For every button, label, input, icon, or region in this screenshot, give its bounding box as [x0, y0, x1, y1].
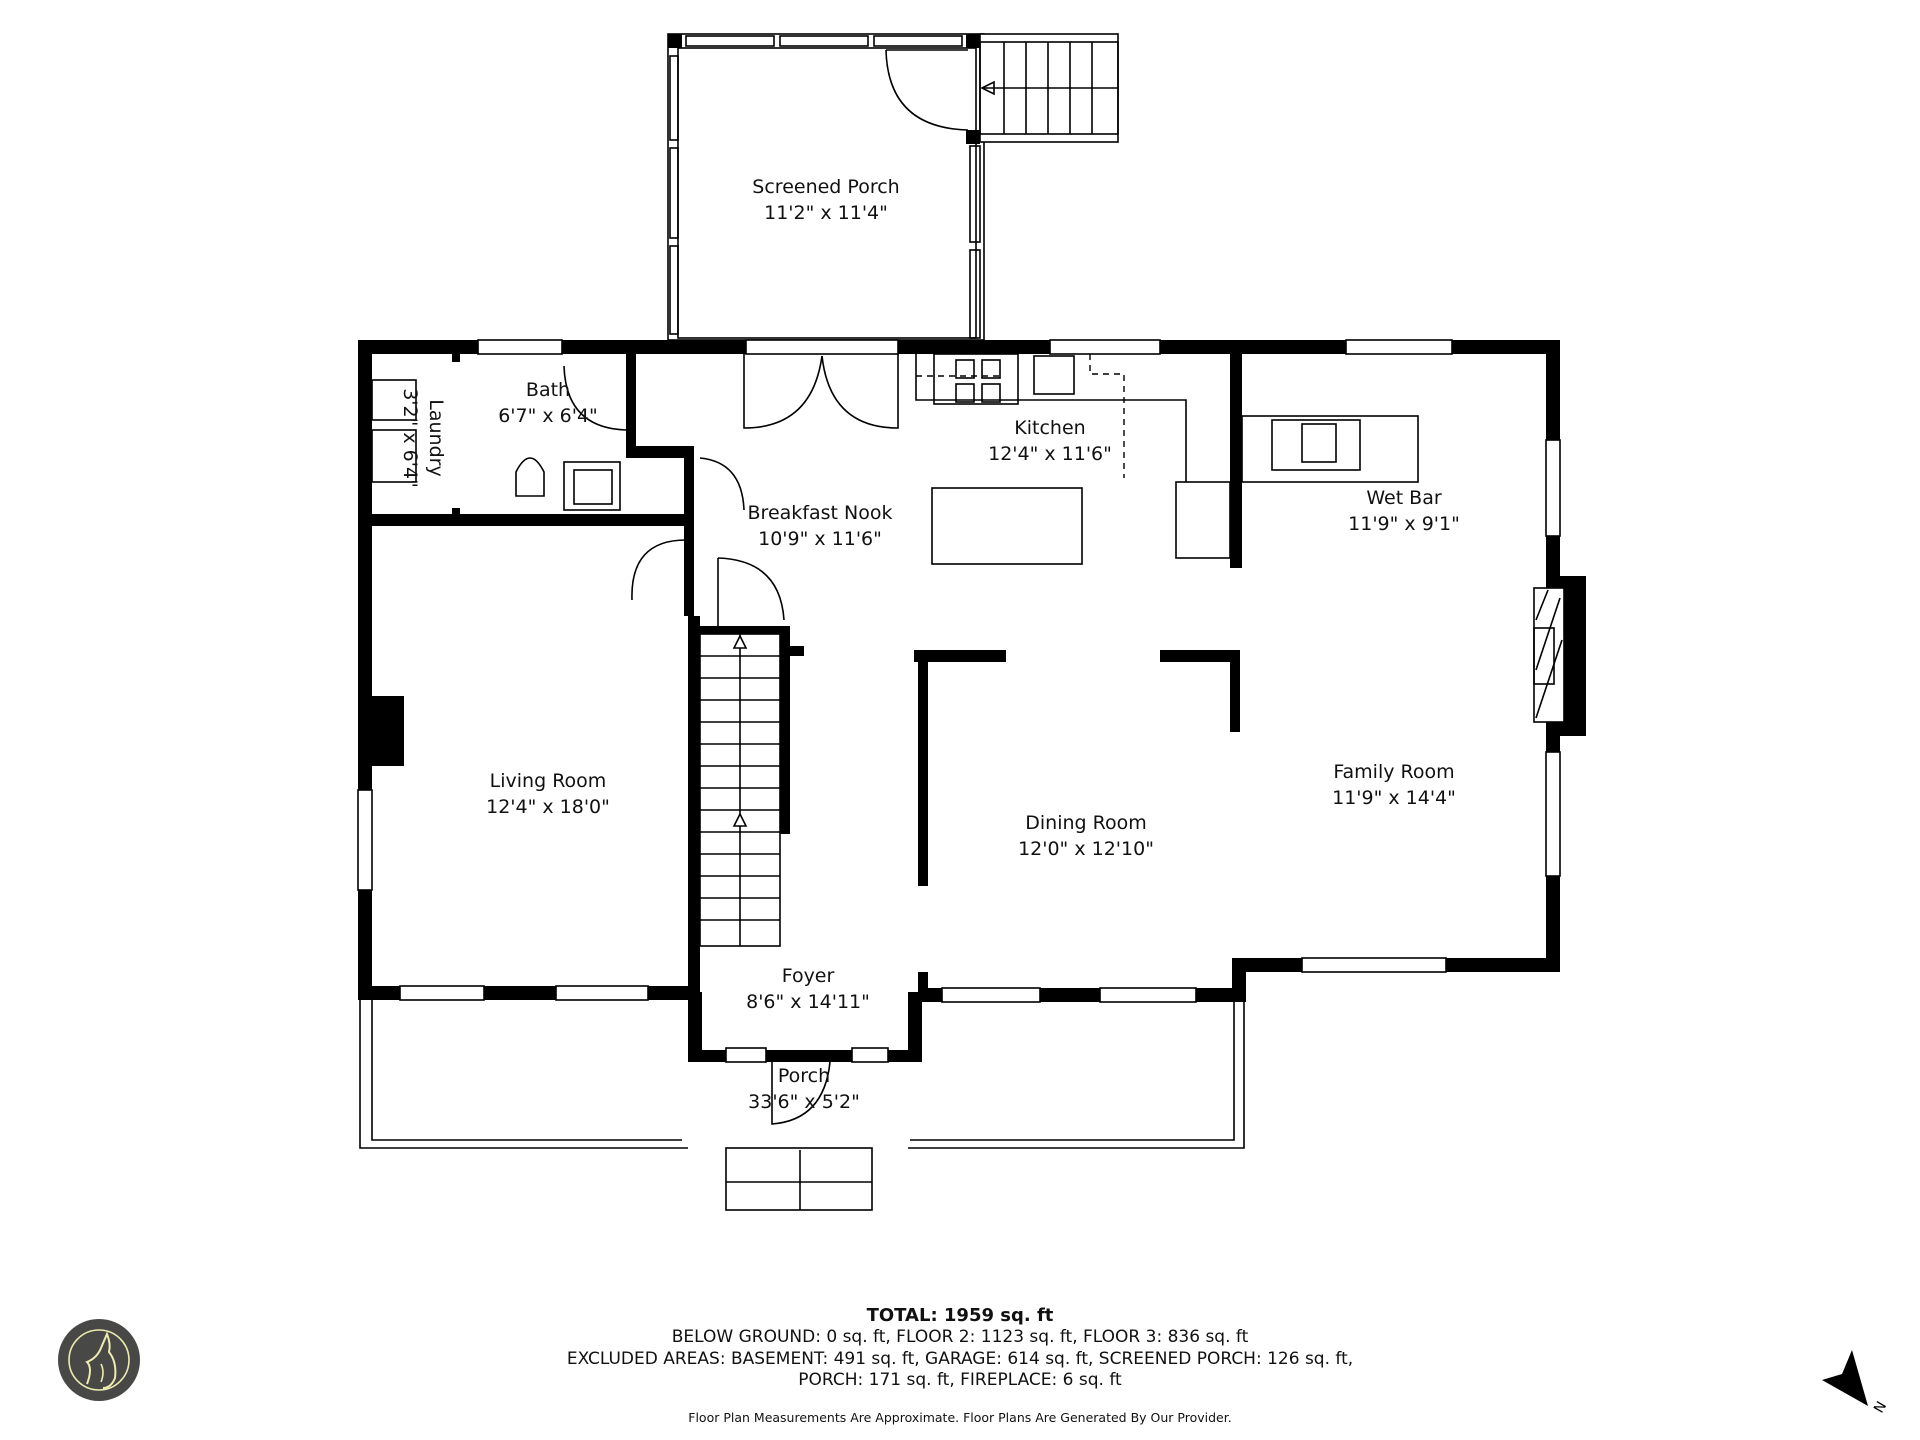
room-label-porch: Porch [778, 1065, 830, 1087]
room-label-dining-room: Dining Room [1025, 812, 1146, 834]
room-label-foyer: Foyer [782, 965, 835, 987]
room-dims-laundry: 3'2" x 6'4" [399, 388, 421, 488]
exterior-walls [358, 340, 1586, 1062]
room-dims-foyer: 8'6" x 14'11" [746, 991, 870, 1013]
front-porch [359, 1000, 1245, 1211]
windows [357, 339, 1565, 1063]
room-dims-porch: 33'6" x 5'2" [748, 1091, 860, 1113]
screened-porch-structure [667, 33, 985, 341]
room-label-bath: Bath [526, 379, 570, 401]
area-breakdown-line-3: PORCH: 171 sq. ft, FIREPLACE: 6 sq. ft [798, 1370, 1122, 1390]
room-label-kitchen: Kitchen [1014, 417, 1085, 439]
kitchen-fixtures [915, 353, 1419, 565]
north-arrow-icon: N [1822, 1350, 1890, 1416]
bath-fixtures [371, 365, 785, 626]
north-label: N [1871, 1399, 1890, 1416]
room-dims-screened-porch: 11'2" x 11'4" [764, 202, 888, 224]
room-dims-breakfast-nook: 10'9" x 11'6" [758, 528, 882, 550]
interior-stairs [699, 633, 781, 947]
total-area: TOTAL: 1959 sq. ft [866, 1305, 1054, 1326]
room-label-screened-porch: Screened Porch [752, 176, 899, 198]
area-breakdown-line-2: EXCLUDED AREAS: BASEMENT: 491 sq. ft, GA… [566, 1349, 1354, 1369]
interior-walls [358, 350, 1242, 996]
room-dims-wet-bar: 11'9" x 9'1" [1348, 513, 1460, 535]
room-label-laundry: Laundry [425, 399, 447, 476]
room-dims-bath: 6'7" x 6'4" [498, 405, 598, 427]
room-label-breakfast-nook: Breakfast Nook [748, 502, 893, 524]
room-dims-family-room: 11'9" x 14'4" [1332, 787, 1456, 809]
room-dims-living-room: 12'4" x 18'0" [486, 796, 610, 818]
howling-wolf-logo-icon [58, 1319, 140, 1401]
room-label-family-room: Family Room [1333, 761, 1454, 783]
area-breakdown-line-1: BELOW GROUND: 0 sq. ft, FLOOR 2: 1123 sq… [671, 1327, 1249, 1347]
room-dims-kitchen: 12'4" x 11'6" [988, 443, 1112, 465]
disclaimer: Floor Plan Measurements Are Approximate.… [688, 1410, 1232, 1425]
room-dims-dining-room: 12'0" x 12'10" [1018, 838, 1154, 860]
room-label-living-room: Living Room [490, 770, 607, 792]
room-label-wet-bar: Wet Bar [1366, 487, 1442, 509]
porch-stairs [979, 33, 1119, 143]
porch-double-door [743, 354, 899, 429]
room-labels: Screened Porch 11'2" x 11'4" Laundry 3'2… [399, 176, 1460, 1113]
